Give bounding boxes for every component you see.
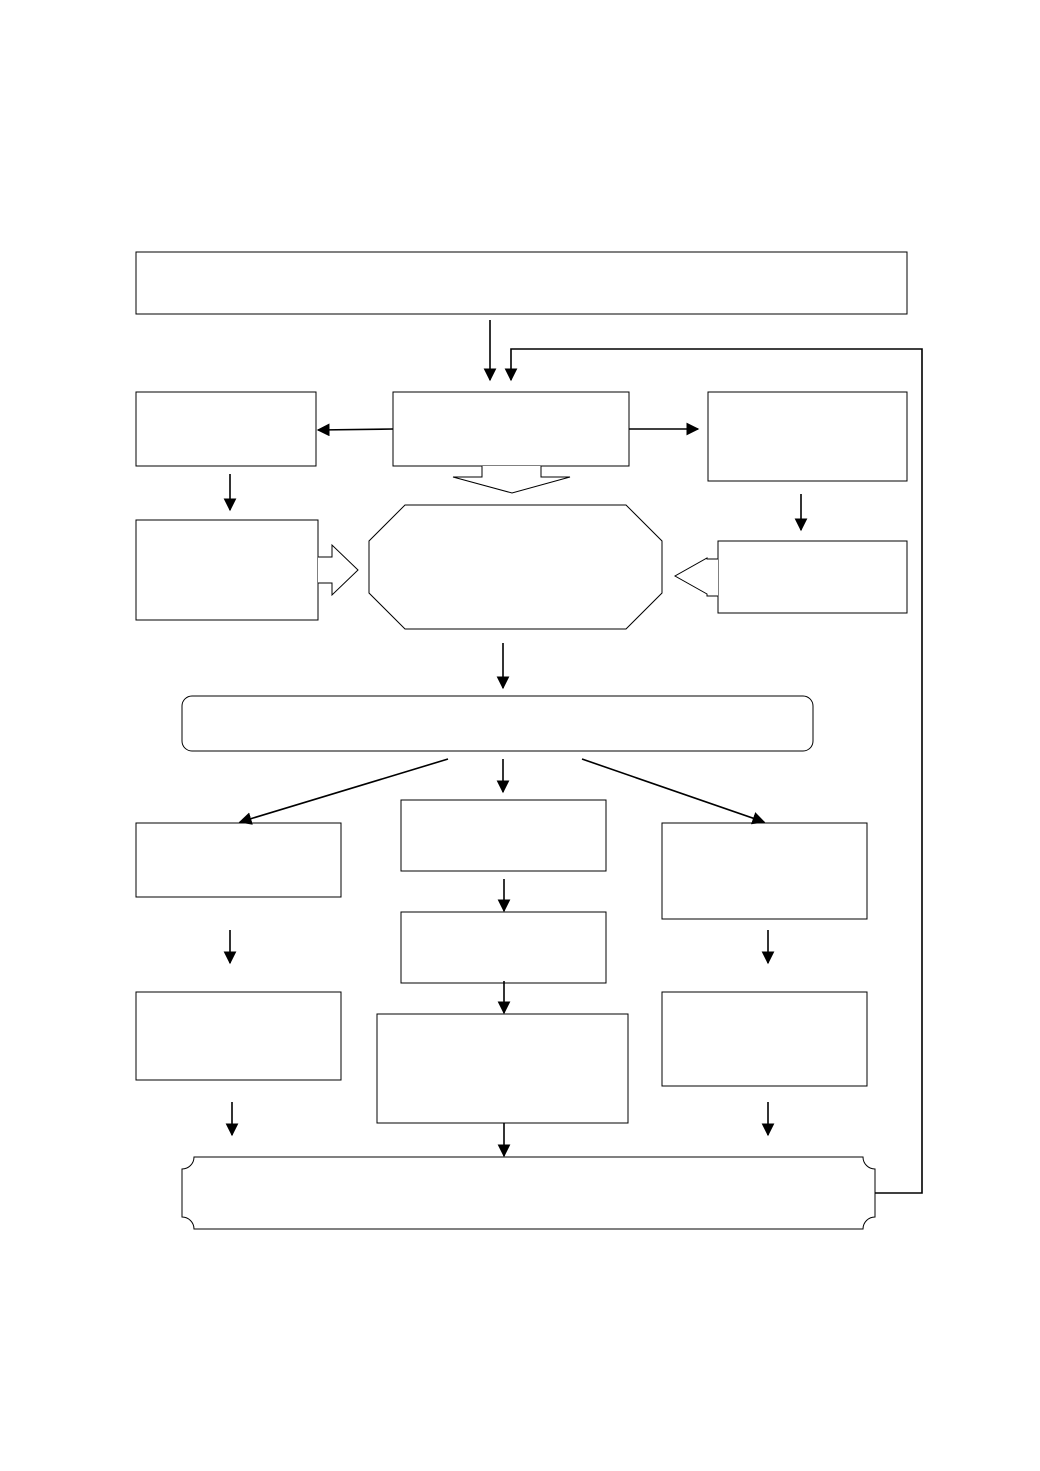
center-process-box [392,391,630,467]
feedback-loop-arrow [504,348,923,1194]
rounded-bar-box [181,695,814,752]
block-arrow-down [452,466,571,494]
lower-center-2-box [400,911,607,984]
top-banner-box [135,251,908,315]
bottom-banner-box [181,1156,876,1230]
block-arrow-left [673,557,718,597]
left-branch-box [135,391,317,467]
block-arrow-right [318,543,359,597]
arrow-bar-to-lower-right [581,758,766,825]
lower-left-1-box [135,822,342,898]
lower-left-2-box [135,991,342,1081]
right-input-box [717,540,908,614]
lower-right-1-box [661,822,868,920]
arrow-center-to-left [316,423,394,437]
lower-right-2-box [661,991,868,1087]
arrow-bar-to-lower-left [238,758,449,825]
octagon-hub [368,504,663,630]
lower-center-1-box [400,799,607,872]
lower-center-3-box [376,1013,629,1124]
left-input-box [135,519,319,621]
right-branch-box [707,391,908,482]
